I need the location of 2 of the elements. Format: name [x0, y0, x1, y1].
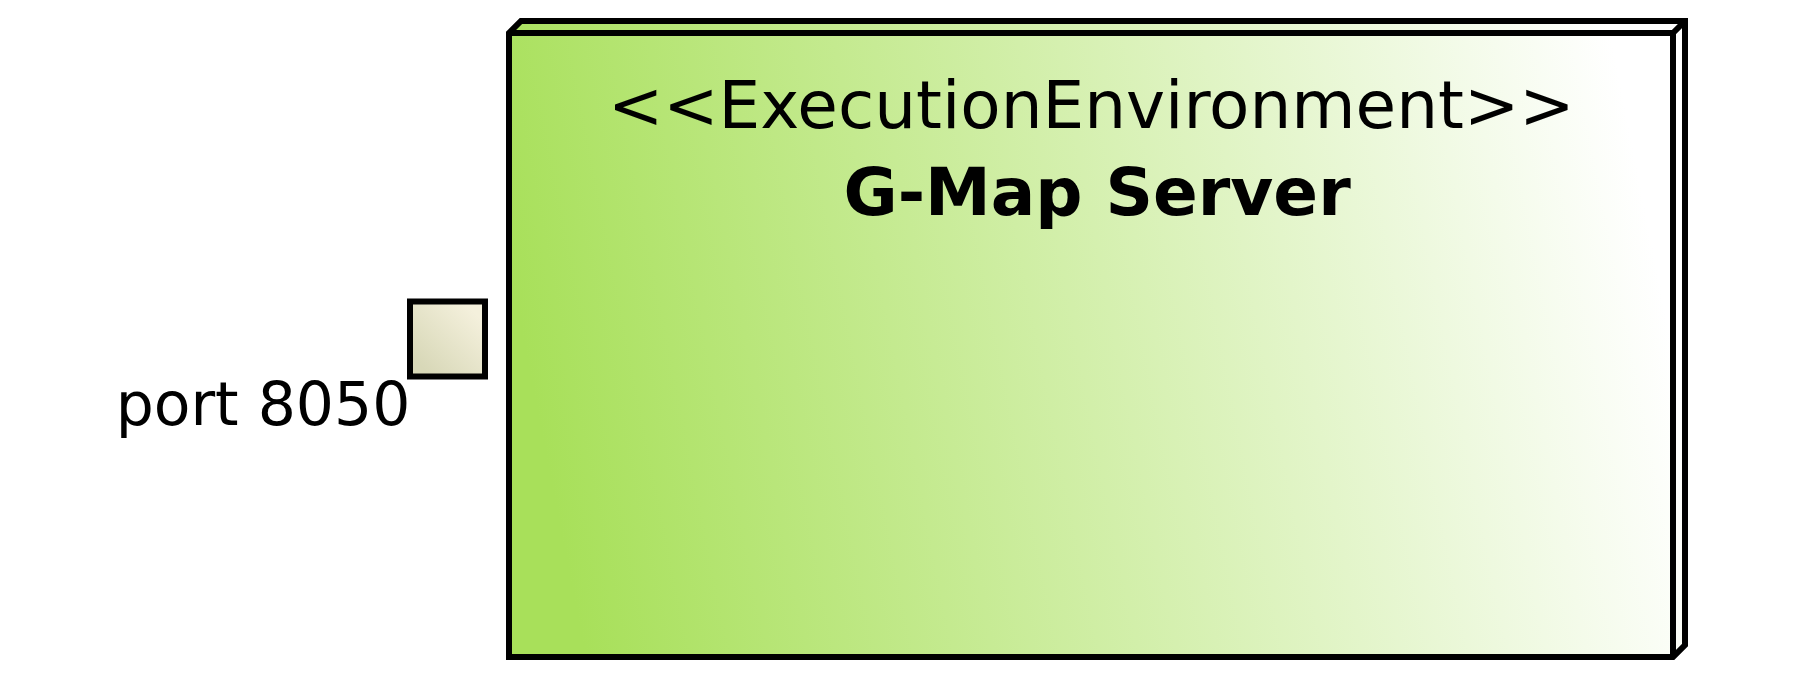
node-box — [406, 298, 488, 380]
node-label: port 8050 — [115, 368, 410, 439]
